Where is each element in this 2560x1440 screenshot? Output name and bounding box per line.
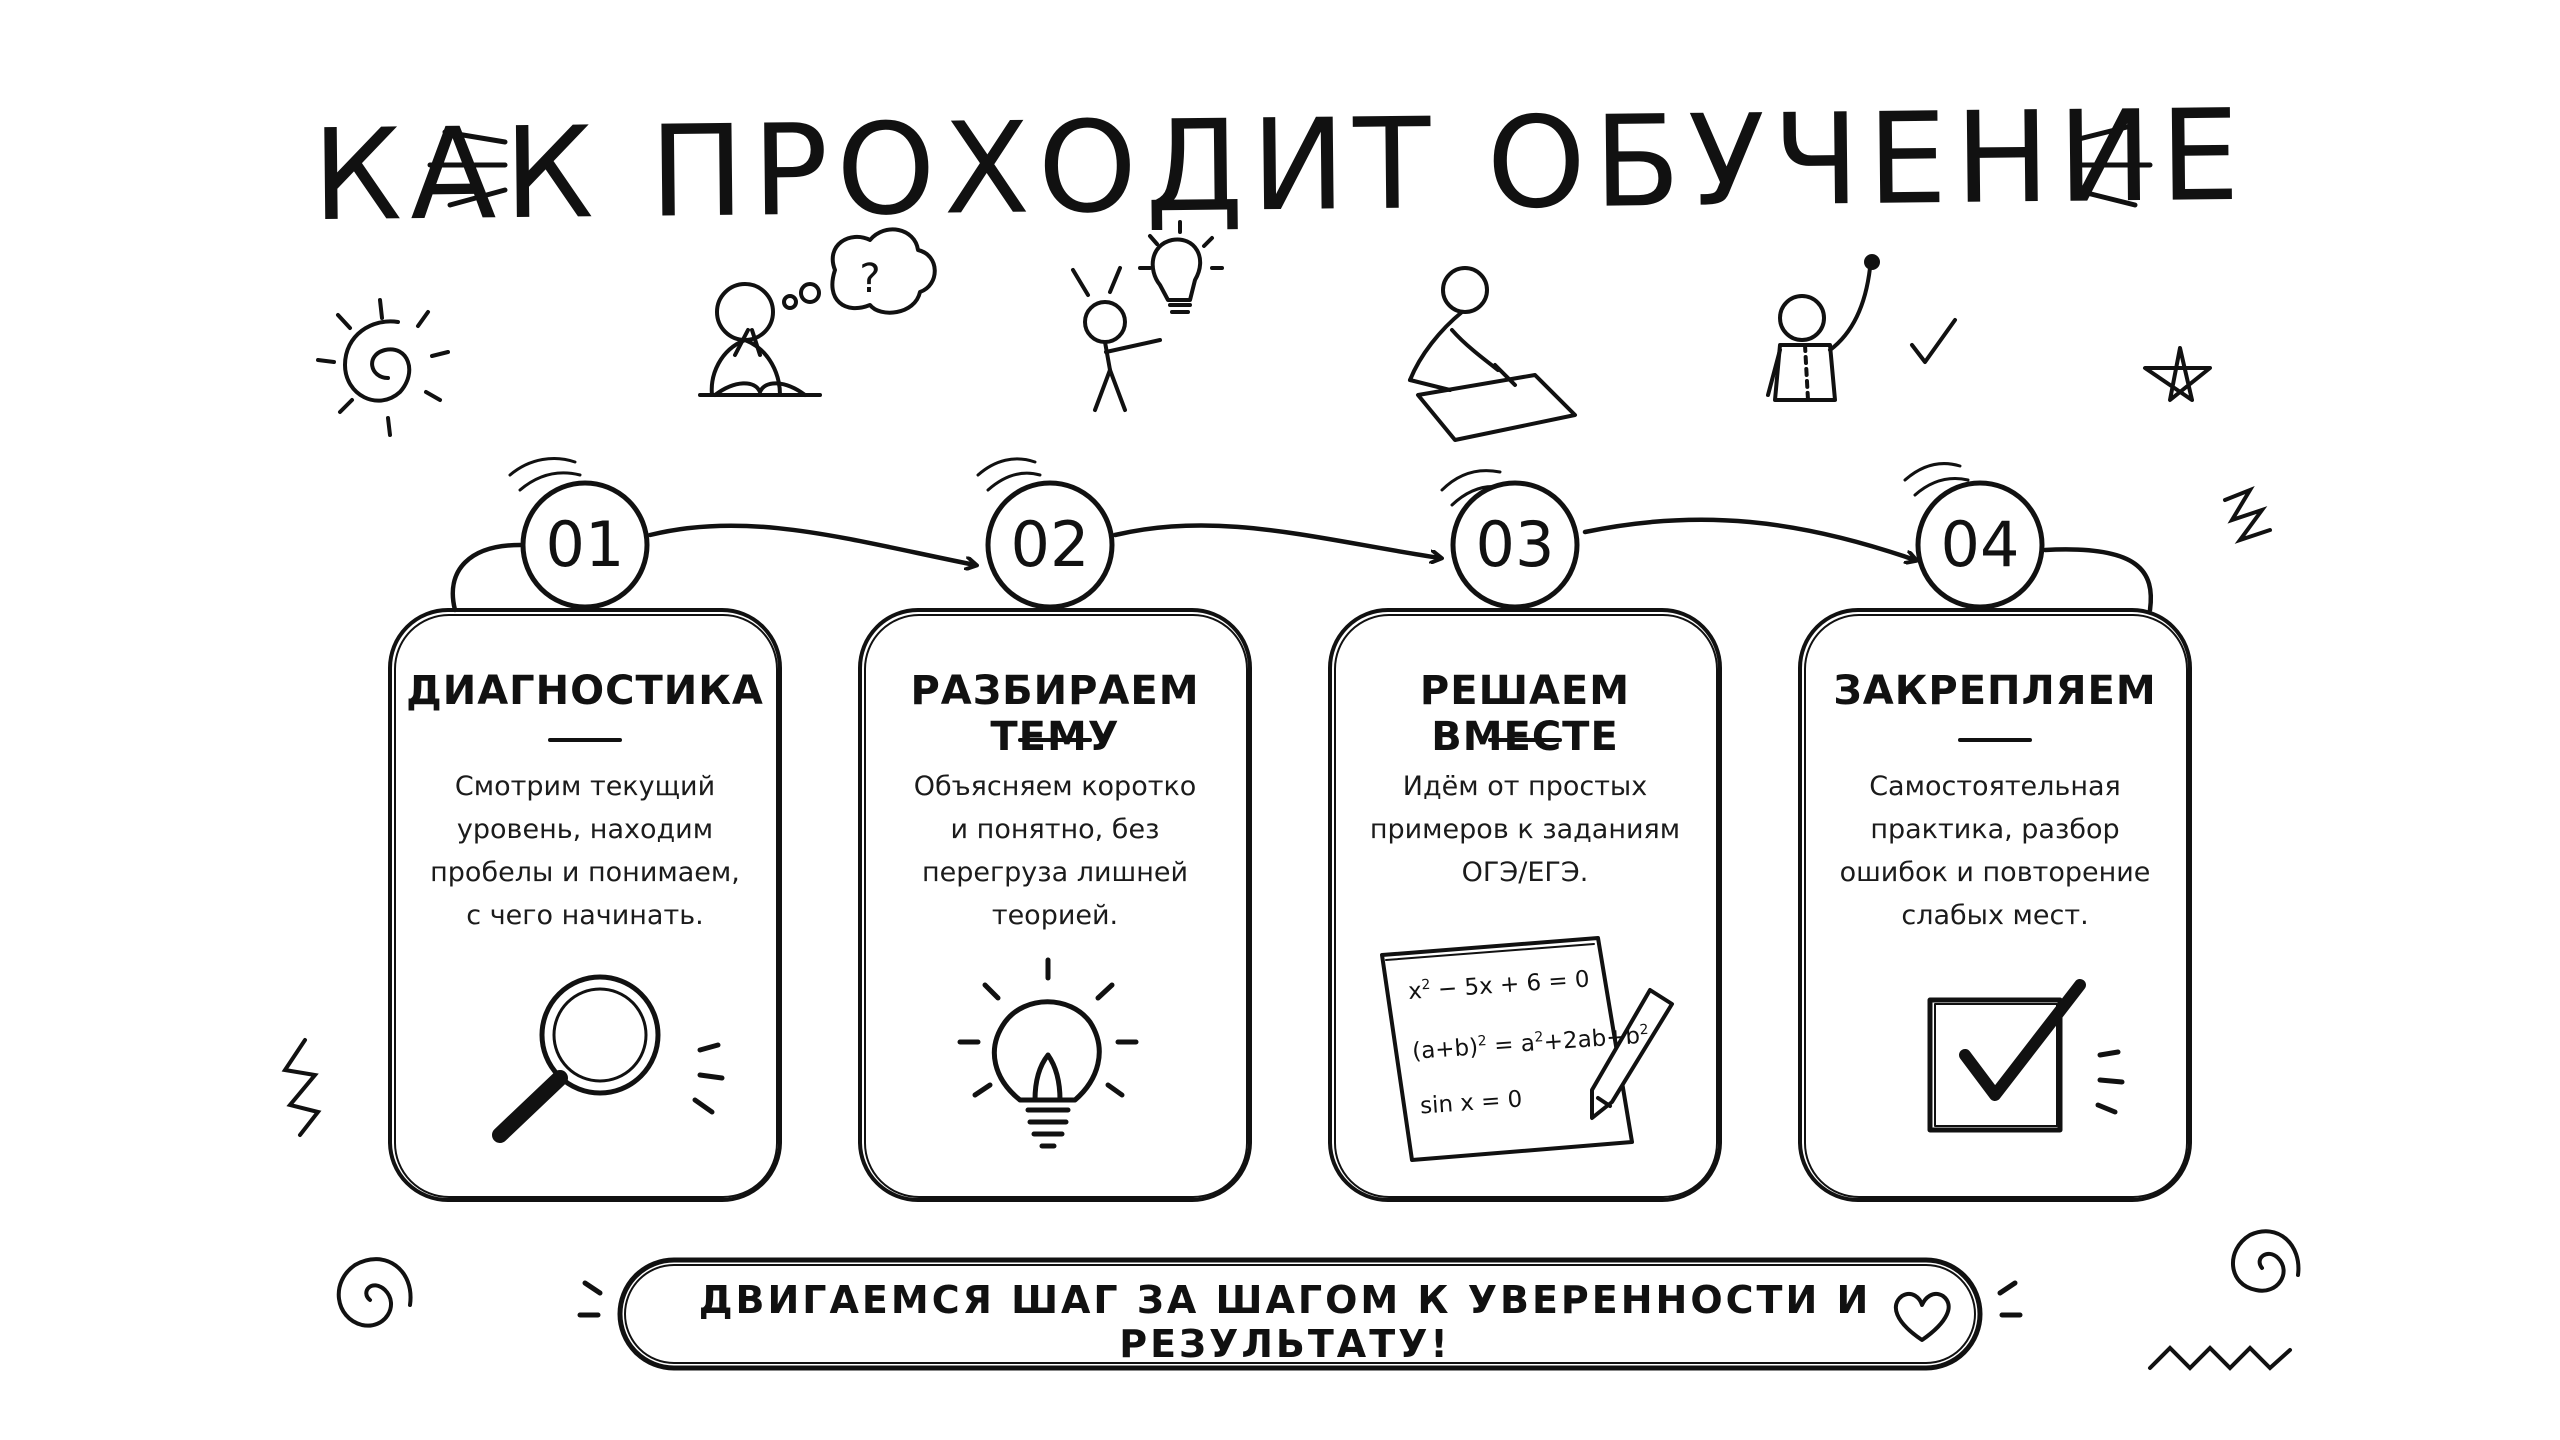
description-line: ОГЭ/ЕГЭ. xyxy=(1461,857,1589,888)
step-description-4: Самостоятельная практика, разбор ошибок … xyxy=(1830,765,2160,937)
step-card-3 xyxy=(1328,608,1722,1202)
checkbox-icon xyxy=(1927,979,2125,1133)
question-mark-text: ? xyxy=(859,256,880,302)
spiral-bottom-left-icon xyxy=(336,1257,413,1328)
step-number-3: 03 xyxy=(1475,508,1555,581)
spiral-bottom-right-icon xyxy=(2148,1229,2301,1371)
description-line: примеров к заданиям xyxy=(1369,814,1681,845)
step-card-4 xyxy=(1798,608,2192,1202)
star-icon xyxy=(2143,346,2212,402)
step-title-4: ЗАКРЕПЛЯЕМ xyxy=(1833,668,2157,714)
description-line: уровень, находим xyxy=(456,814,714,845)
formula-part: 2 xyxy=(1639,1021,1650,1039)
footer-slogan: ДВИГАЕМСЯ ШАГ ЗА ШАГОМ К УВЕРЕННОСТИ И Р… xyxy=(698,1278,1872,1366)
description-line: ошибок и повторение xyxy=(1839,857,2151,888)
raising-hand-student-icon xyxy=(1766,254,1957,402)
number-swooshes xyxy=(508,456,1970,507)
step-connectors xyxy=(450,517,2154,613)
step-card-1 xyxy=(388,608,782,1202)
thinking-student-icon xyxy=(698,227,937,397)
description-line: Самостоятельная xyxy=(1869,771,2121,802)
description-line: Объясняем коротко xyxy=(913,771,1197,802)
step-title-1: ДИАГНОСТИКА xyxy=(406,668,764,714)
description-line: Смотрим текущий xyxy=(454,771,716,802)
formula-part: (a+b) xyxy=(1411,1034,1479,1065)
number-circles xyxy=(520,480,2045,610)
title-right-strokes xyxy=(2072,122,2153,208)
zigzag-right-icon xyxy=(2223,485,2272,544)
description-line: пробелы и понимаем, xyxy=(430,857,740,888)
description-line: перегруза лишней xyxy=(921,857,1189,888)
step-number-2: 02 xyxy=(1010,508,1090,581)
step-number-1: 01 xyxy=(545,508,625,581)
step-card-2 xyxy=(858,608,1252,1202)
footer-banner xyxy=(577,1257,2023,1371)
sun-spiral-icon xyxy=(316,298,450,437)
formula-sheet-icon xyxy=(1380,936,1634,1162)
pencil-icon xyxy=(1590,988,1674,1120)
page-title: КАК ПРОХОДИТ ОБУЧЕНИЕ xyxy=(311,81,2249,250)
description-line: практика, разбор xyxy=(1870,814,2120,845)
lightbulb-icon xyxy=(957,957,1139,1149)
description-line: теорией. xyxy=(991,900,1119,931)
title-left-strokes xyxy=(427,129,508,208)
zigzag-left-icon xyxy=(281,1038,322,1137)
heart-icon xyxy=(1893,1291,1951,1342)
step-description-1: Смотрим текущий уровень, находим пробелы… xyxy=(420,765,750,937)
writing-student-icon xyxy=(1408,266,1577,442)
step-description-2: Объясняем коротко и понятно, без перегру… xyxy=(890,765,1220,937)
step-title-3: РЕШАЕМ ВМЕСТЕ xyxy=(1419,668,1631,760)
step-title-2: РАЗБИРАЕМ ТЕМУ xyxy=(910,668,1200,760)
step-description-3: Идём от простых примеров к заданиям ОГЭ/… xyxy=(1360,765,1690,894)
description-line: слабых мест. xyxy=(1901,900,2089,931)
step-number-4: 04 xyxy=(1940,508,2020,581)
magnifier-icon xyxy=(492,974,725,1143)
idea-person-icon xyxy=(1071,220,1224,412)
description-line: с чего начинать. xyxy=(466,900,704,931)
description-line: Идём от простых xyxy=(1402,771,1648,802)
formula-part: = a xyxy=(1486,1030,1536,1060)
description-line: и понятно, без xyxy=(950,814,1160,845)
